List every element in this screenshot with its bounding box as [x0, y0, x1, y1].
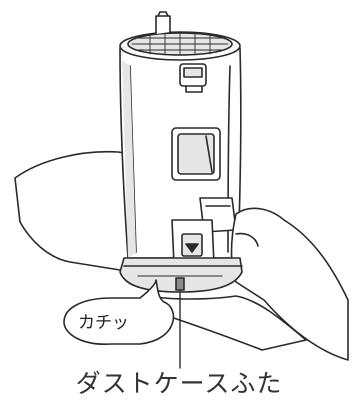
filter-top: [120, 12, 240, 60]
dust-case-lid-caption: ダストケースふた: [0, 364, 358, 400]
dust-case-lid: [120, 258, 242, 292]
cyclone-window: [172, 128, 220, 180]
sound-label: カチッ: [78, 313, 129, 333]
